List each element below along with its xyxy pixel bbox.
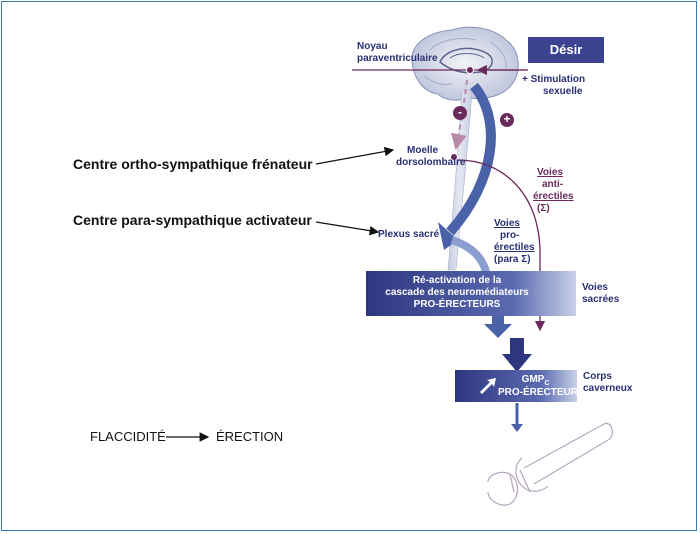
voies-pro-line2: pro-: [500, 230, 520, 241]
anti-erectile-path: [457, 159, 546, 332]
plus-sign: +: [503, 112, 511, 126]
penis-illustration: [487, 422, 613, 506]
box-down-arrow-2: [502, 338, 532, 372]
gmp-line2: PRO-ÉRECTEUR: [498, 387, 579, 398]
noyau-label-line1: Noyau: [357, 41, 388, 52]
gmp-arrow-icon: [480, 378, 496, 394]
desir-box: [528, 37, 604, 63]
box-down-arrow-1: [484, 316, 512, 338]
plexus-label: Plexus sacré: [378, 229, 440, 240]
centre-ortho-label: Centre ortho-sympathique frénateur: [73, 156, 313, 172]
voies-anti-line3: érectiles: [533, 191, 574, 202]
stimulation-label-line2: sexuelle: [543, 86, 583, 97]
gmp-subscript: C: [544, 380, 550, 387]
reactivation-line2: cascade des neuromédiateurs: [385, 287, 529, 298]
moelle-label-line2: dorsolombaire: [396, 157, 466, 168]
gmp-down-arrowhead: [511, 424, 523, 432]
minus-sign-circle: [453, 106, 467, 120]
ortho-pointer-arrow: [315, 146, 395, 165]
desir-label: Désir: [549, 42, 583, 57]
voies-pro-line1: Voies: [494, 218, 520, 229]
gmp-line1: GMPC: [498, 374, 573, 389]
noyau-label-line2: paraventriculaire: [357, 53, 438, 64]
gmp-box: [455, 370, 577, 402]
moelle-dot: [450, 153, 458, 161]
reactivation-line1: Ré-activation de la: [412, 275, 502, 286]
gmp-main: GMP: [521, 374, 545, 385]
corps-line1: Corps: [583, 371, 612, 382]
centre-para-label: Centre para-sympathique activateur: [73, 212, 312, 228]
voies-pro-line3: érectiles: [494, 242, 535, 253]
voies-sacrees-line2: sacrées: [582, 294, 620, 305]
flaccidite-label: FLACCIDITÉ: [90, 429, 166, 444]
erection-label: ÉRECTION: [216, 429, 284, 444]
activator-arrow: [446, 82, 496, 236]
noyau-dot: [466, 66, 474, 74]
stimulation-label-line1: + Stimulation: [522, 74, 586, 85]
para-pointer-arrow: [315, 221, 380, 236]
moelle-label-line1: Moelle: [407, 145, 439, 156]
voies-anti-line2: anti-: [542, 179, 564, 190]
reactivation-line3: PRO-ÉRECTEURS: [413, 299, 501, 310]
voies-sacrees-line1: Voies: [582, 282, 608, 293]
corps-line2: caverneux: [583, 383, 633, 394]
voies-anti-line4: (Σ): [537, 203, 550, 214]
voies-pro-line4: (para Σ): [494, 254, 531, 265]
minus-sign: -: [458, 105, 462, 119]
brain-illustration: [411, 26, 519, 101]
pro-erectile-flow: [450, 236, 490, 274]
plus-sign-circle: [500, 113, 514, 127]
voies-anti-line1: Voies: [537, 167, 563, 178]
reactivation-box: [366, 271, 576, 316]
